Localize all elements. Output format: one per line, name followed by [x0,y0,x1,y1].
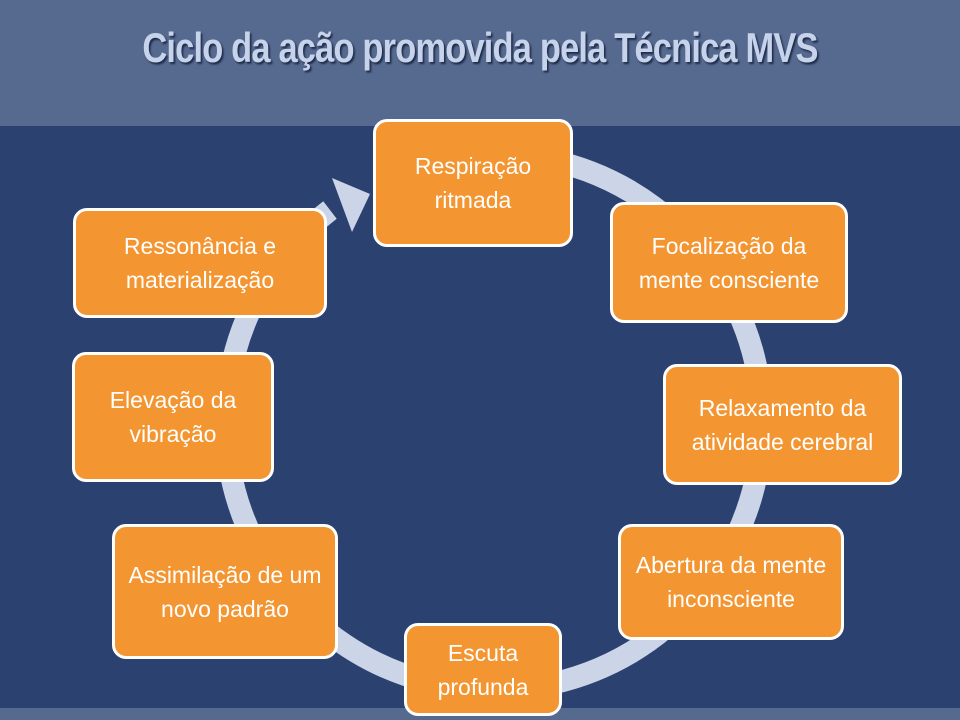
step-ressonancia: Ressonância e materialização [73,208,327,318]
cycle-arrowhead-icon [332,178,370,232]
step-elevacao: Elevação da vibração [72,352,274,482]
step-label: Assimilação de um novo padrão [128,561,322,622]
step-escuta-profunda: Escuta profunda [404,623,562,716]
step-label: Ressonância e materialização [123,233,277,293]
step-label: Respiração ritmada [414,153,532,213]
slide-title: Ciclo da ação promovida pela Técnica MVS [142,24,818,71]
step-focalizacao: Focalização da mente consciente [610,202,848,323]
step-relaxamento: Relaxamento da atividade cerebral [663,364,902,485]
step-label: Relaxamento da atividade cerebral [691,394,874,455]
step-label: Elevação da vibração [109,387,237,447]
step-assimilacao: Assimilação de um novo padrão [112,524,338,659]
step-label: Abertura da mente inconsciente [635,552,827,612]
step-label: Escuta profunda [437,639,529,700]
step-abertura: Abertura da mente inconsciente [618,524,844,640]
header-band [0,0,960,126]
step-label: Focalização da mente consciente [638,232,820,293]
step-respiracao-ritmada: Respiração ritmada [373,119,573,247]
